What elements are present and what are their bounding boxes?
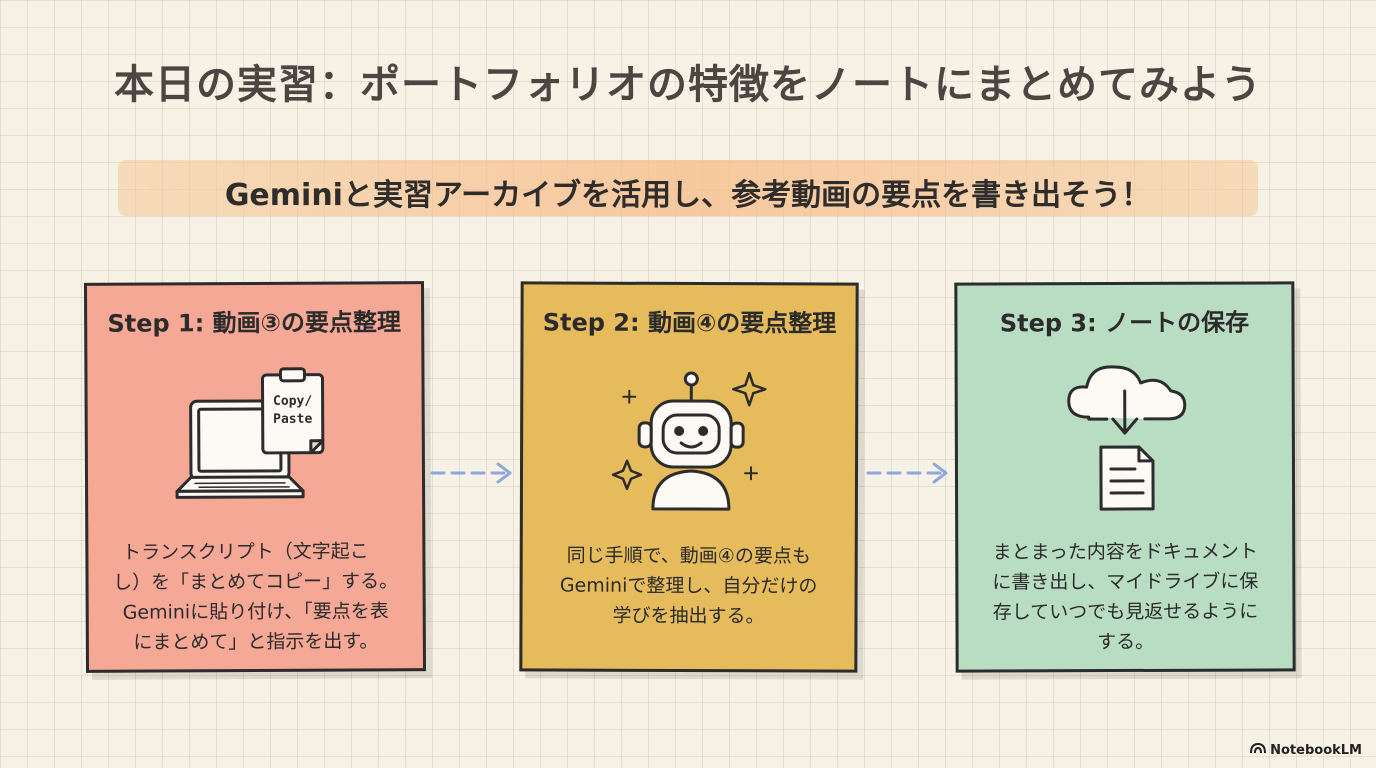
step-description-line: に書き出し、マイドライブに保 (992, 570, 1259, 594)
step-description-line: にまとめて」と指示を出す。 (133, 630, 379, 654)
notebooklm-label: NotebookLM (1270, 742, 1362, 758)
step-description-line: 学びを抽出する。 (612, 604, 765, 628)
notebooklm-logo-icon (1250, 742, 1267, 758)
step-title: Step 1: 動画③の要点整理 (107, 308, 402, 338)
notebooklm-badge: NotebookLM (1250, 742, 1362, 758)
step-description-line: Geminiに貼り付け、「要点を表 (122, 600, 389, 624)
step-description-line: 存していつでも見返せるように (992, 600, 1259, 624)
cloud-download-document-icon (958, 360, 1293, 521)
step-description: 同じ手順で、動画④の要点も Geminiで整理し、自分だけの 学びを抽出する。 (540, 540, 836, 631)
step-description-line: 同じ手順で、動画④の要点も (566, 544, 811, 568)
step-title: Step 3: ノートの保存 (999, 308, 1250, 338)
step-card-2: Step 2: 動画④の要点整理 同じ手順で、 (519, 281, 859, 673)
laptop-clipboard-icon: Copy/ Paste (87, 360, 422, 522)
step-description-line: Geminiで整理し、自分だけの (559, 574, 818, 598)
dashed-arrow-icon (430, 458, 516, 492)
step-title: Step 2: 動画④の要点整理 (542, 308, 837, 338)
step-description-line: まとまった内容をドキュメント (992, 540, 1258, 564)
subtitle-highlight (118, 160, 1258, 216)
page-title: 本日の実習：ポートフォリオの特徴をノートにまとめてみよう (114, 62, 1262, 108)
step-description-line: する。 (1097, 630, 1155, 654)
step-card-3: Step 3: ノートの保存 まとまった内容をドキュメント に書き出し、マイドラ… (954, 281, 1296, 673)
step-description-line: し）を「まとめてコピー」する。 (112, 570, 399, 594)
step-description: トランスクリプト（文字起こ し）を「まとめてコピー」する。 Geminiに貼り付… (106, 536, 405, 658)
dashed-arrow-icon (866, 458, 952, 492)
page-subtitle: Geminiと実習アーカイブを活用し、参考動画の要点を書き出そう！ (224, 178, 1152, 213)
svg-text:Copy/: Copy/ (273, 394, 312, 409)
svg-text:Paste: Paste (273, 412, 312, 427)
step-description-line: トランスクリプト（文字起こ (122, 540, 369, 564)
step-description: まとまった内容をドキュメント に書き出し、マイドライブに保 存していつでも見返せ… (976, 536, 1274, 657)
step-card-1: Step 1: 動画③の要点整理 Copy/ Paste トランスクリプト（文字… (83, 281, 427, 673)
robot-icon (523, 360, 856, 521)
